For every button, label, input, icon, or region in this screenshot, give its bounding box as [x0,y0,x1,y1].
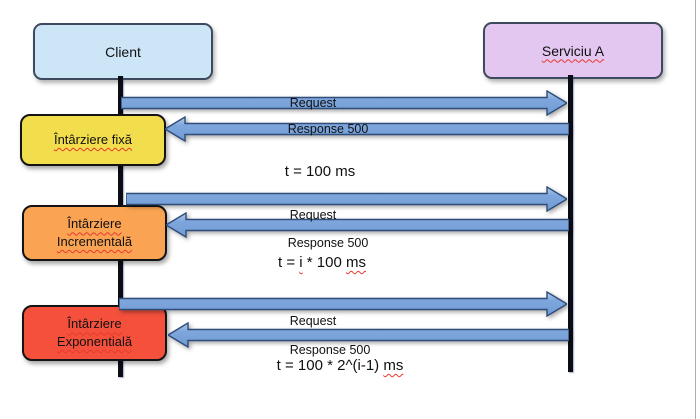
request-label-1: Request [289,96,337,110]
delay-2-part3: ms [345,254,366,271]
actor-service-label: Serviciu A [541,42,605,59]
delay-2-part1: i [299,254,303,271]
response-arrow-1 [165,116,569,142]
strategy-box-exponential-delay: Întârziere Exponentială [22,305,167,361]
delay-label-3: t = 100 * 2^(i-1) ms [240,357,440,374]
request-arrow-3 [119,291,567,317]
response-label-2: Response 500 [287,236,369,250]
strategy-fixed-label: Întârziere fixă [53,132,133,148]
delay-2-part0: t = [278,254,300,271]
actor-service-box: Serviciu A [483,22,663,79]
delay-1-text: t = 100 ms [284,163,356,180]
delay-label-2: t = i * 100 ms [247,254,397,271]
actor-client-box: Client [33,23,213,80]
request-label-3: Request [289,314,337,328]
service-lifeline [568,75,573,372]
strategy-incremental-label-line1: Întârziere [67,216,122,232]
strategy-incremental-label-line2: Incrementală [56,234,133,249]
response-label-3: Response 500 [289,343,371,357]
delay-3-part0: t = 100 * 2^(i-1) [276,357,384,374]
delay-2-part2: * 100 [302,254,346,271]
slide-right-edge [695,0,696,419]
strategy-box-incremental-delay: Întârziere Incrementală [22,205,167,261]
delay-label-1: t = 100 ms [245,163,395,180]
response-label-1: Response 500 [287,122,369,136]
request-arrow-2 [126,186,567,212]
strategy-exponential-label-line1: Întârziere [67,316,122,332]
request-arrow-1 [121,90,567,116]
response-arrow-3 [168,322,569,348]
actor-client-label: Client [105,43,141,60]
request-label-2: Request [289,208,337,222]
strategy-box-fixed-delay: Întârziere fixă [20,114,166,166]
response-arrow-2 [166,212,569,238]
strategy-exponential-label-line2: Exponentială [56,334,133,349]
delay-3-part1: ms [383,357,404,374]
